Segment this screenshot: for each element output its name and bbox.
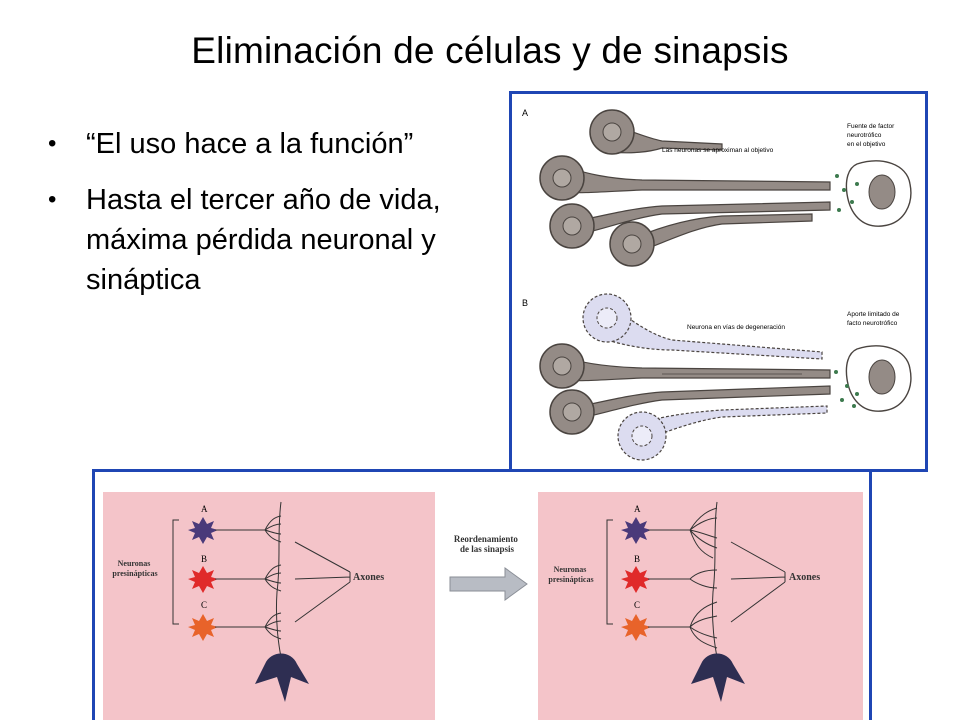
bullet-text: Hasta el tercer año de vida, máxima pérd… <box>86 184 441 296</box>
neuron <box>589 109 723 155</box>
axons-label: Axones <box>353 572 384 583</box>
bullet-item: • Hasta el tercer año de vida, máxima pér… <box>48 180 478 300</box>
bullet-list: • “El uso hace a la función” • Hasta el te… <box>48 124 478 316</box>
neurotrophic-dots <box>834 370 859 408</box>
neuron-b-icon <box>188 566 218 593</box>
label-approach: Las neuronas se aproximan al objetivo <box>662 147 774 154</box>
arrow-label-bg <box>435 517 538 563</box>
label-limited: Aporte limitado de facto neurotrófico <box>847 311 901 327</box>
neuron-c-icon <box>188 614 218 641</box>
neuron <box>549 201 831 249</box>
label-source: Fuente de factor neurotrófico en el obje… <box>847 123 896 148</box>
label-degeneration: Neurona en vías de degeneración <box>687 324 785 331</box>
neurons-label: Neuronas presinápticas <box>548 565 593 584</box>
neuron-letter-a: A <box>634 504 641 514</box>
neuron <box>539 155 831 201</box>
neurotrophic-figure: A Las neuronas se aproximan al objetivo … <box>509 91 928 472</box>
neuron-c-icon <box>621 614 651 641</box>
neuron-a-icon <box>188 517 218 544</box>
neurotrophic-diagram: A Las neuronas se aproximan al objetivo … <box>522 108 912 461</box>
bullet-dot-icon: • <box>48 186 57 213</box>
left-panel <box>103 492 435 720</box>
right-panel <box>538 492 863 720</box>
neuron-letter-c: C <box>634 600 640 610</box>
axon-lines <box>648 501 786 658</box>
bullet-dot-icon: • <box>48 130 57 157</box>
neuron-letter-b: B <box>201 554 207 564</box>
bullet-text: “El uso hace a la función” <box>86 128 414 160</box>
neuron-letter-c: C <box>201 600 207 610</box>
axons-label: Axones <box>789 572 820 583</box>
arrow-label: Reordenamiento de las sinapsis <box>454 534 520 554</box>
slide-title: Eliminación de células y de sinapsis <box>191 30 789 71</box>
neuron-b-icon <box>621 566 651 593</box>
target-cell <box>845 160 912 227</box>
bullet-item: • “El uso hace a la función” <box>48 124 478 164</box>
neuron-a-icon <box>621 517 651 544</box>
axon-lines <box>215 501 351 658</box>
neuron <box>609 213 813 267</box>
degenerating-neuron <box>617 405 828 461</box>
rearrangement-arrow-icon <box>449 567 528 601</box>
neuron <box>539 343 831 389</box>
synapse-diagram: Neuronas presinápticas A B C Axones Reor… <box>103 492 863 720</box>
neurotrophic-dots <box>835 174 859 212</box>
neurons-label: Neuronas presinápticas <box>112 559 157 578</box>
neuron-letter-b: B <box>634 554 640 564</box>
panel-b-letter: B <box>522 298 528 308</box>
postsynaptic-neuron-icon <box>691 653 745 702</box>
synapse-rearrangement-figure: Neuronas presinápticas A B C Axones Reor… <box>92 469 872 720</box>
degenerating-neuron <box>582 293 823 360</box>
neuron <box>549 385 831 435</box>
neuron-letter-a: A <box>201 504 208 514</box>
postsynaptic-neuron-icon <box>255 653 309 702</box>
panel-a-letter: A <box>522 108 528 118</box>
target-cell <box>845 345 912 412</box>
